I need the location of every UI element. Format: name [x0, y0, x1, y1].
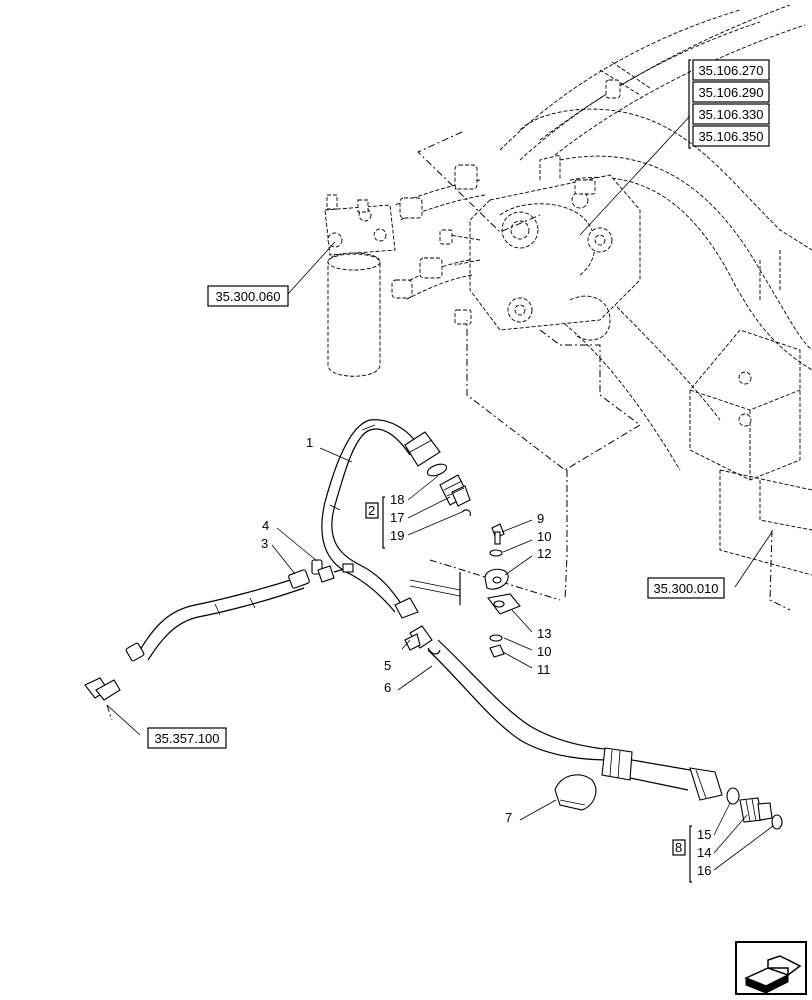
callout-10-upper: 10: [537, 529, 551, 544]
callout-16: 16: [697, 863, 711, 878]
reference-label-35-357-100[interactable]: 35.357.100: [154, 731, 219, 746]
callout-3: 3: [261, 536, 268, 551]
callout-11: 11: [537, 662, 551, 677]
reference-label-35-300-010[interactable]: 35.300.010: [653, 581, 718, 596]
clamp-7: [554, 774, 597, 811]
callout-leaders: [106, 115, 774, 883]
callout-15: 15: [697, 827, 711, 842]
reference-group-pump: 35.106.270 35.106.290 35.106.330 35.106.…: [688, 59, 770, 149]
hose-1: [321, 419, 441, 619]
callout-2-box: [365, 502, 379, 519]
callout-10-lower: 10: [537, 644, 551, 659]
bolt-clip-stack: [409, 523, 521, 658]
reference-label-35-300-060[interactable]: 35.300.060: [215, 289, 280, 304]
reference-box-35-300-010[interactable]: [647, 577, 725, 599]
adapter-fittings: [426, 463, 471, 517]
reference-label-35-106-330[interactable]: 35.106.330: [698, 107, 763, 122]
callout-1: 1: [306, 435, 313, 450]
reference-label-35-106-290[interactable]: 35.106.290: [698, 85, 763, 100]
callout-9: 9: [537, 511, 544, 526]
reference-box-35-300-060[interactable]: [207, 285, 289, 307]
centre-lines: [106, 470, 791, 721]
callout-19: 19: [390, 528, 404, 543]
callout-17: 17: [390, 510, 404, 525]
callout-8: 8: [675, 840, 682, 855]
callout-5: 5: [384, 658, 391, 673]
callout-14: 14: [697, 845, 711, 860]
reference-box-35-106-270[interactable]: [692, 59, 770, 81]
background-assembly: [324, 4, 812, 576]
hose-6: [404, 625, 783, 830]
reference-box-35-106-290[interactable]: [692, 81, 770, 103]
callout-8-box: [672, 839, 686, 856]
callout-13: 13: [537, 626, 551, 641]
reference-box-35-357-100[interactable]: [147, 727, 227, 749]
hose-3: [84, 559, 354, 701]
callout-numbers: 1 2 3 4 5 6 7 8 9 10 12 13 10 11 18 17 1…: [261, 435, 711, 878]
reference-box-35-106-350[interactable]: [692, 125, 770, 147]
callout-7: 7: [505, 810, 512, 825]
callout-2: 2: [368, 503, 375, 518]
callout-12: 12: [537, 546, 551, 561]
callout-4: 4: [262, 518, 269, 533]
next-page-arrow-icon[interactable]: [735, 941, 807, 995]
callout-18: 18: [390, 492, 404, 507]
callout-6: 6: [384, 680, 391, 695]
reference-label-35-106-270[interactable]: 35.106.270: [698, 63, 763, 78]
reference-label-35-106-350[interactable]: 35.106.350: [698, 129, 763, 144]
reference-box-35-106-330[interactable]: [692, 103, 770, 125]
